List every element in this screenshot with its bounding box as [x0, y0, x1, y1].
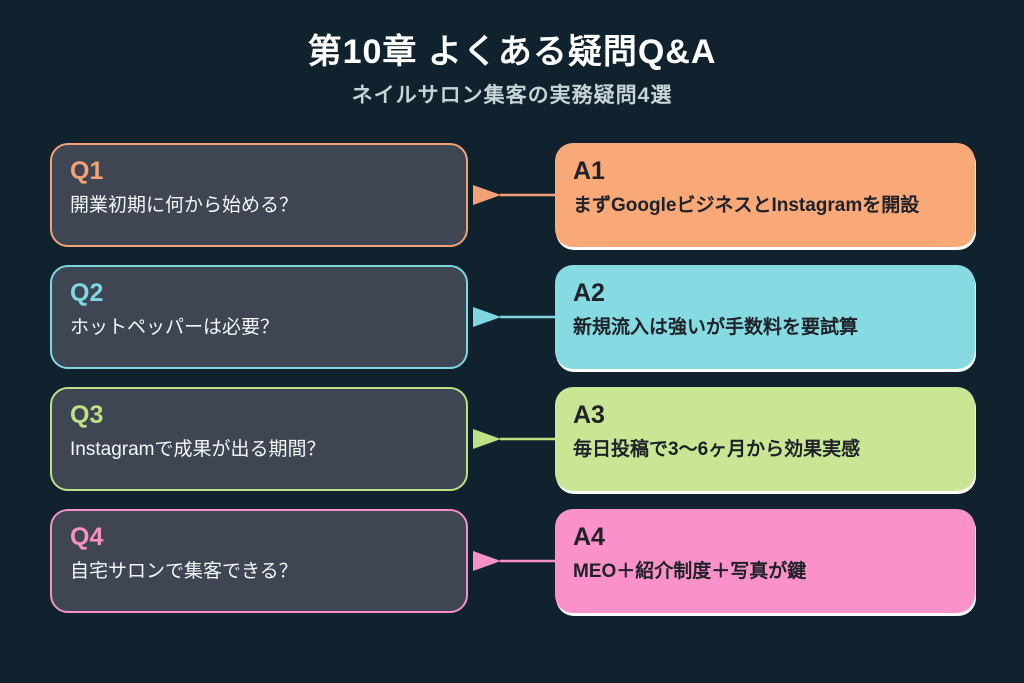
right-arrow-icon-1: [473, 185, 556, 205]
question-label-2: Q2: [70, 279, 104, 307]
qa-row-1: Q1 開業初期に何から始める？ A1 まずGoogleビジネスとInstagra…: [0, 143, 1024, 247]
answer-card-3: A3 毎日投稿で3〜6ヶ月から効果実感: [555, 387, 975, 491]
answer-label-3: A3: [573, 401, 605, 429]
right-arrow-icon-4: [473, 551, 556, 571]
question-card-2: Q2 ホットペッパーは必要？: [50, 265, 468, 369]
question-label-3: Q3: [70, 401, 104, 429]
answer-card-2: A2 新規流入は強いが手数料を要試算: [555, 265, 975, 369]
answer-text-2: 新規流入は強いが手数料を要試算: [573, 317, 859, 338]
question-text-2: ホットペッパーは必要？: [70, 317, 280, 338]
answer-card-1: A1 まずGoogleビジネスとInstagramを開設: [555, 143, 975, 247]
question-label-1: Q1: [70, 157, 104, 185]
answer-label-4: A4: [573, 523, 605, 551]
question-card-4: Q4 自宅サロンで集客できる？: [50, 509, 468, 613]
question-text-3: Instagramで成果が出る期間？: [70, 439, 326, 460]
answer-text-3: 毎日投稿で3〜6ヶ月から効果実感: [573, 439, 861, 460]
question-card-1: Q1 開業初期に何から始める？: [50, 143, 468, 247]
answer-label-1: A1: [573, 157, 605, 185]
answer-label-2: A2: [573, 279, 605, 307]
question-text-4: 自宅サロンで集客できる？: [70, 561, 298, 582]
right-arrow-icon-2: [473, 307, 556, 327]
question-label-4: Q4: [70, 523, 104, 551]
qa-row-2: Q2 ホットペッパーは必要？ A2 新規流入は強いが手数料を要試算: [0, 265, 1024, 369]
right-arrow-icon-3: [473, 429, 556, 449]
qa-row-4: Q4 自宅サロンで集客できる？ A4 MEO＋紹介制度＋写真が鍵: [0, 509, 1024, 613]
page-title: 第10章 よくある疑問Q&A: [307, 33, 717, 71]
question-text-1: 開業初期に何から始める？: [70, 195, 299, 216]
qa-row-3: Q3 Instagramで成果が出る期間？ A3 毎日投稿で3〜6ヶ月から効果実…: [0, 387, 1024, 491]
question-card-3: Q3 Instagramで成果が出る期間？: [50, 387, 468, 491]
page-subtitle: ネイルサロン集客の実務疑問4選: [351, 84, 673, 107]
answer-card-4: A4 MEO＋紹介制度＋写真が鍵: [555, 509, 975, 613]
answer-text-4: MEO＋紹介制度＋写真が鍵: [573, 561, 807, 582]
answer-text-1: まずGoogleビジネスとInstagramを開設: [573, 195, 920, 216]
